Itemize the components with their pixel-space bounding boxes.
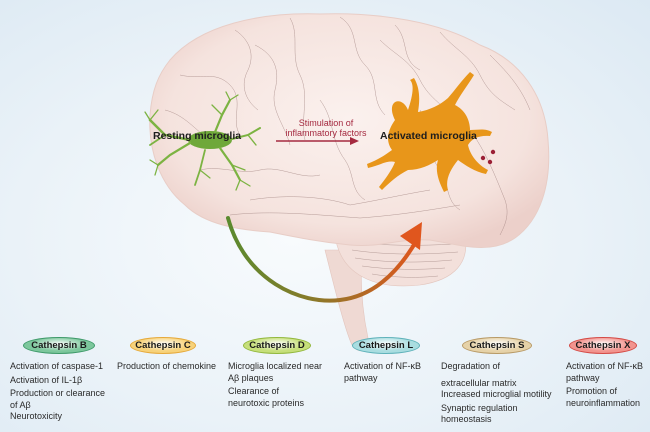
cathepsin-b-badge: Cathepsin B	[23, 337, 95, 354]
cerebellum	[334, 234, 467, 287]
brain-sulci	[164, 16, 531, 236]
cathepsin-s-description: Degradation of extracellular matrix Incr…	[441, 361, 566, 426]
cathepsin-d-description: Microglia localized near Aβ plaques Clea…	[228, 361, 338, 409]
resting-microglia-label: Resting microglia	[153, 130, 242, 142]
inflammatory-dot	[480, 155, 486, 161]
desc-line: homeostasis	[441, 414, 492, 424]
desc-line: pathway	[344, 372, 378, 383]
desc-line: of Aβ	[10, 399, 31, 410]
desc-line: Aβ plaques	[228, 372, 274, 383]
desc-line: pathway	[566, 372, 600, 383]
cathepsin-s-badge: Cathepsin S	[462, 337, 532, 354]
activation-curve-arrowhead	[400, 222, 422, 250]
inflammatory-dot	[487, 159, 493, 165]
desc-line: Production or clearance	[10, 388, 106, 398]
cathepsin-x-description: Activation of NF-κB pathway Promotion of…	[566, 361, 650, 409]
desc-line: neurotoxic proteins	[228, 397, 305, 408]
desc-line: neuroinflammation	[566, 397, 641, 408]
cathepsin-c-description: Production of chemokine	[117, 361, 227, 373]
desc-line: Activation of NF-κB	[566, 361, 644, 371]
desc-line: extracellular matrix	[441, 377, 517, 388]
desc-line: Neurotoxicity	[10, 411, 63, 421]
activated-microglia-cell	[367, 72, 492, 192]
desc-line: Microglia localized near	[228, 361, 323, 371]
stimulation-label: Stimulation of inflammatory factors	[276, 118, 376, 138]
desc-line: Activation of IL-1β	[10, 374, 83, 385]
desc-line: Degradation of	[441, 361, 501, 371]
desc-line: Activation of NF-κB	[344, 361, 422, 371]
brain-cerebrum	[149, 13, 550, 248]
stimulation-label-line2: inflammatory factors	[285, 128, 367, 138]
cathepsin-x-badge: Cathepsin X	[569, 337, 637, 354]
activation-curve-arrow	[226, 216, 420, 303]
desc-line: Increased microglial motility	[441, 389, 552, 399]
stimulation-arrowhead	[350, 137, 359, 145]
desc-line: Clearance of	[228, 386, 280, 396]
cathepsin-b-description: Activation of caspase-1 Activation of IL…	[10, 361, 120, 423]
desc-line: Promotion of	[566, 386, 618, 396]
activated-microglia-label: Activated microglia	[380, 130, 477, 142]
inflammatory-dot	[490, 149, 496, 155]
desc-line: Production of chemokine	[117, 361, 217, 371]
desc-line: Synaptic regulation	[441, 402, 518, 413]
cathepsin-l-badge: Cathepsin L	[352, 337, 420, 354]
desc-line: Activation of caspase-1	[10, 361, 104, 371]
cathepsin-l-description: Activation of NF-κB pathway	[344, 361, 444, 384]
cathepsin-c-badge: Cathepsin C	[130, 337, 196, 354]
cathepsin-d-badge: Cathepsin D	[243, 337, 311, 354]
resting-microglia-cell	[144, 91, 261, 191]
stimulation-label-line1: Stimulation of	[298, 118, 354, 128]
